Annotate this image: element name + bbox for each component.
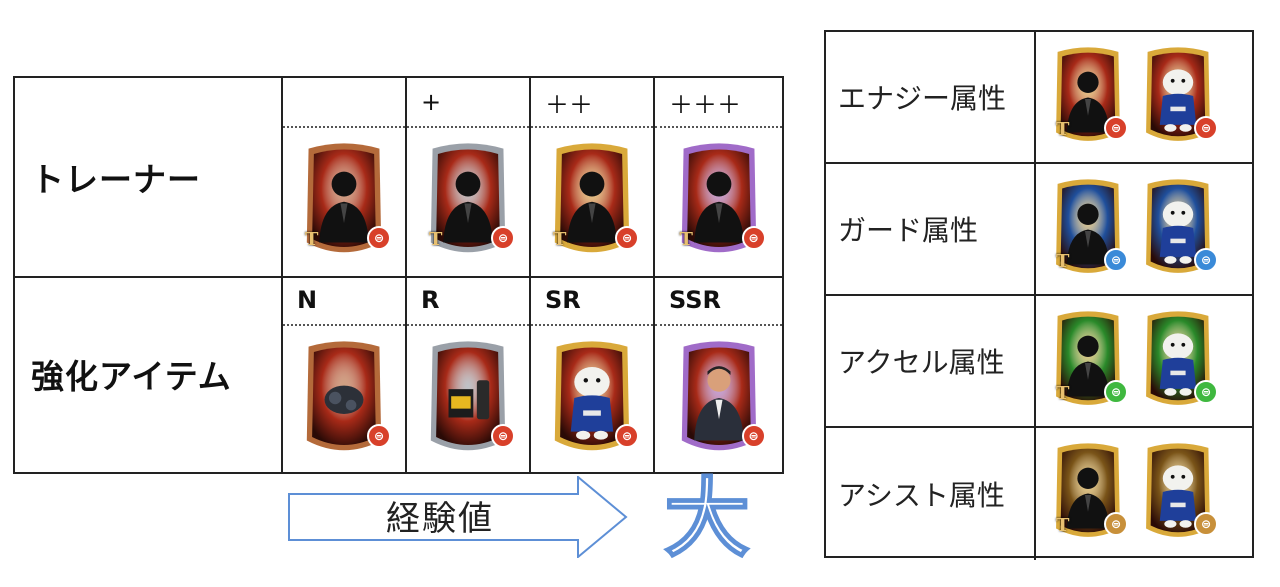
trainer-col-1-head [283, 78, 405, 128]
card-frame: T⊜ [1050, 436, 1128, 548]
trainer-col-1: T⊜ [283, 78, 407, 276]
attribute-badge-icon: ⊜ [491, 226, 515, 250]
attribute-row-guard: ガード属性 T⊜ ⊜ [826, 164, 1252, 296]
trainer-col-2: + T⊜ [407, 78, 531, 276]
attribute-badge-icon: ⊜ [615, 226, 639, 250]
rarity-n-label: N [283, 276, 405, 326]
attribute-badge-icon: ⊜ [1104, 380, 1128, 404]
experience-arrow-icon [288, 476, 628, 558]
attribute-badge-icon: ⊜ [491, 424, 515, 448]
rarity-table: トレーナー T⊜ + T⊜ ＋＋ T⊜ ＋＋＋ T⊜ 強化アイテム N ⊜ R … [13, 76, 784, 474]
trainer-card-1[interactable]: T⊜ [299, 138, 391, 262]
trainer-mark-icon: T [553, 229, 567, 250]
trainer-row-label: トレーナー [15, 78, 283, 276]
attribute-row-accel: アクセル属性 T⊜ ⊜ [826, 296, 1252, 428]
item-card-n[interactable]: ⊜ [299, 336, 391, 460]
trainer-mark-icon: T [1056, 515, 1070, 536]
item-card-ssr[interactable]: ⊜ [674, 336, 766, 460]
enhance-col-r: R ⊜ [407, 276, 531, 472]
card-frame: T⊜ [1050, 172, 1128, 284]
attribute-badge-icon: ⊜ [1104, 116, 1128, 140]
enhance-col-ssr: SSR ⊜ [655, 276, 782, 472]
card-frame: T⊜ [423, 138, 515, 262]
trainer-mark-icon: T [305, 229, 319, 250]
attribute-badge-icon: ⊜ [1194, 380, 1218, 404]
card-frame: ⊜ [674, 336, 766, 460]
trainer-card-2[interactable]: T⊜ [423, 138, 515, 262]
attribute-table: エナジー属性 T⊜ ⊜ ガード属性 T⊜ ⊜ アクセル属性 T⊜ ⊜ アシスト属… [824, 30, 1254, 560]
attribute-badge-icon: ⊜ [1104, 248, 1128, 272]
trainer-col-4-head: ＋＋＋ [655, 78, 782, 128]
card-frame: ⊜ [299, 336, 391, 460]
attribute-label-assist: アシスト属性 [826, 428, 1036, 560]
trainer-card-3[interactable]: T⊜ [547, 138, 639, 262]
attribute-badge-icon: ⊜ [741, 226, 766, 250]
card-frame: T⊜ [1050, 40, 1128, 152]
card-frame: ⊜ [1140, 40, 1218, 152]
attribute-badge-icon: ⊜ [615, 424, 639, 448]
card-frame: ⊜ [1140, 436, 1218, 548]
attribute-badge-icon: ⊜ [1104, 512, 1128, 536]
trainer-card-4[interactable]: T⊜ [674, 138, 766, 262]
card-frame: T⊜ [1050, 304, 1128, 416]
attribute-badge-icon: ⊜ [741, 424, 766, 448]
enhance-row-label: 強化アイテム [15, 276, 283, 472]
attribute-row-assist: アシスト属性 T⊜ ⊜ [826, 428, 1252, 560]
attribute-label-accel: アクセル属性 [826, 296, 1036, 426]
enhance-col-n: N ⊜ [283, 276, 407, 472]
attribute-badge-icon: ⊜ [367, 424, 391, 448]
trainer-col-3-head: ＋＋ [531, 78, 653, 128]
rarity-r-label: R [407, 276, 529, 326]
attribute-row-energy: エナジー属性 T⊜ ⊜ [826, 32, 1252, 164]
attribute-badge-icon: ⊜ [1194, 512, 1218, 536]
attribute-label-energy: エナジー属性 [826, 32, 1036, 162]
trainer-row: トレーナー T⊜ + T⊜ ＋＋ T⊜ ＋＋＋ T⊜ [15, 78, 782, 278]
guard-mascot-card[interactable]: ⊜ [1140, 172, 1218, 284]
card-frame: T⊜ [547, 138, 639, 262]
card-frame: ⊜ [1140, 172, 1218, 284]
card-frame: ⊜ [1140, 304, 1218, 416]
assist-trainer-card[interactable]: T⊜ [1050, 436, 1128, 548]
trainer-mark-icon: T [1056, 119, 1070, 140]
attribute-badge-icon: ⊜ [1194, 116, 1218, 140]
trainer-mark-icon: T [1056, 383, 1070, 404]
trainer-col-3: ＋＋ T⊜ [531, 78, 655, 276]
assist-mascot-card[interactable]: ⊜ [1140, 436, 1218, 548]
card-frame: ⊜ [547, 336, 639, 460]
accel-mascot-card[interactable]: ⊜ [1140, 304, 1218, 416]
energy-trainer-card[interactable]: T⊜ [1050, 40, 1128, 152]
card-frame: T⊜ [674, 138, 766, 262]
enhance-col-sr: SR ⊜ [531, 276, 655, 472]
attribute-badge-icon: ⊜ [1194, 248, 1218, 272]
large-indicator: 大 [663, 469, 751, 569]
card-frame: ⊜ [423, 336, 515, 460]
card-frame: T⊜ [299, 138, 391, 262]
energy-mascot-card[interactable]: ⊜ [1140, 40, 1218, 152]
accel-trainer-card[interactable]: T⊜ [1050, 304, 1128, 416]
enhance-item-row: 強化アイテム N ⊜ R ⊜ SR ⊜ SSR ⊜ [15, 276, 782, 472]
trainer-mark-icon: T [679, 229, 693, 250]
item-card-sr[interactable]: ⊜ [547, 336, 639, 460]
rarity-ssr-label: SSR [655, 276, 782, 326]
trainer-mark-icon: T [429, 229, 443, 250]
trainer-mark-icon: T [1056, 251, 1070, 272]
rarity-sr-label: SR [531, 276, 653, 326]
attribute-badge-icon: ⊜ [367, 226, 391, 250]
attribute-label-guard: ガード属性 [826, 164, 1036, 294]
trainer-col-4: ＋＋＋ T⊜ [655, 78, 782, 276]
experience-label: 経験値 [386, 499, 494, 539]
item-card-r[interactable]: ⊜ [423, 336, 515, 460]
guard-trainer-card[interactable]: T⊜ [1050, 172, 1128, 284]
trainer-col-2-head: + [407, 78, 529, 128]
